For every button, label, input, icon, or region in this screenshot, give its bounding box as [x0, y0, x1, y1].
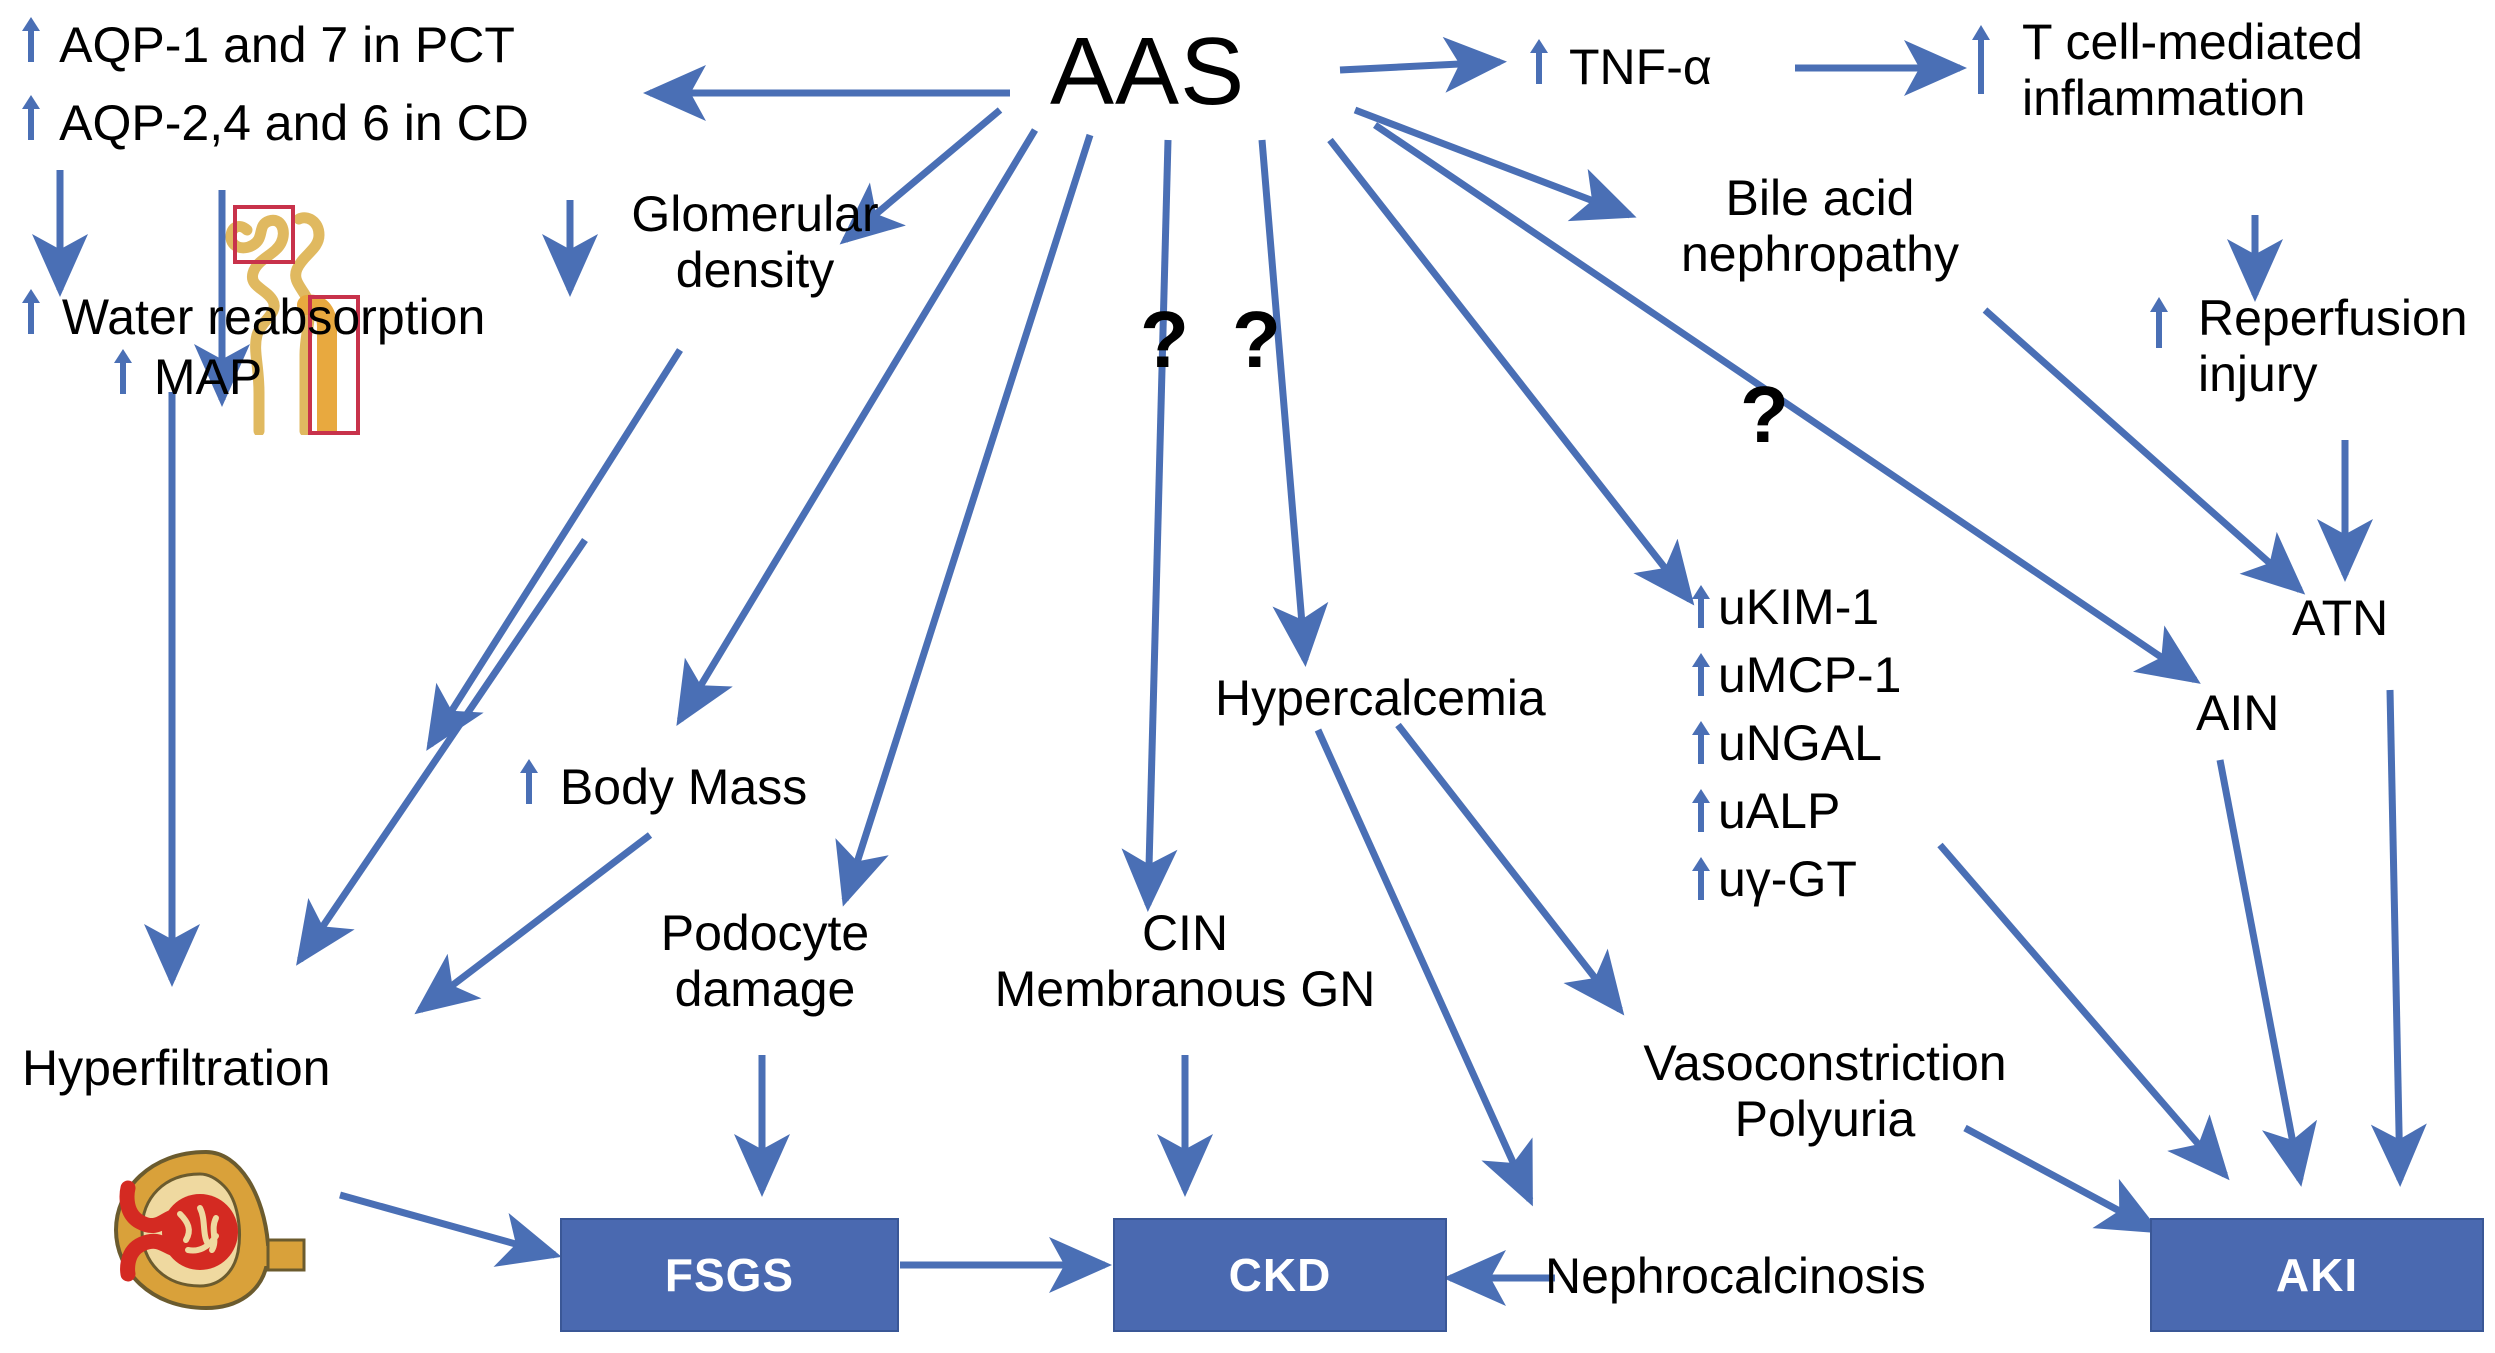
biomarker-label: uKIM-1: [1718, 579, 1880, 635]
biomarker-item: uNGAL: [1690, 714, 1901, 772]
node-nephrocalcinosis-label: Nephrocalcinosis: [1545, 1248, 1926, 1304]
up-arrow-icon: [1530, 39, 1548, 84]
arrow-hypercalcemia-to-vaso: [1395, 722, 1625, 1016]
node-glomerular-density-line1: Glomerular: [631, 186, 879, 242]
node-hypercalcemia-label: Hypercalcemia: [1215, 670, 1546, 726]
biomarker-item: uMCP-1: [1690, 646, 1901, 704]
node-map-label: MAP: [153, 349, 263, 405]
node-aqp-cd: AQP-2,4 and 6 in CD: [20, 94, 529, 151]
up-arrow-icon: [1692, 721, 1710, 764]
node-reperfusion-injury: Reperfusion injury: [2150, 290, 2488, 402]
node-podocyte-damage-line1: Podocyte: [660, 905, 870, 961]
node-bile-acid-line2: nephropathy: [1680, 226, 1959, 282]
up-arrow-icon: [520, 759, 538, 804]
biomarker-list: uKIM-1 uMCP-1 uNGAL uALP: [1690, 578, 1901, 908]
arrow-glomdensity-to-bodymass: [426, 348, 683, 751]
node-cin-label: CIN: [1141, 905, 1229, 961]
node-body-mass-label: Body Mass: [559, 759, 808, 815]
node-reperfusion-line1: Reperfusion: [2198, 290, 2468, 346]
node-aqp-pct: AQP-1 and 7 in PCT: [20, 16, 515, 73]
up-arrow-icon: [1692, 789, 1710, 832]
node-bile-acid-line1: Bile acid: [1725, 170, 1915, 226]
biomarker-item: uALP: [1690, 782, 1901, 840]
up-arrow-icon: [1692, 857, 1710, 900]
node-tcell-line2: inflammation: [2022, 70, 2306, 126]
node-ain: AIN: [2196, 685, 2279, 741]
node-body-mass: Body Mass: [518, 758, 807, 815]
node-aas-label: AAS: [1050, 18, 1246, 125]
node-hyperfiltration-label: Hyperfiltration: [22, 1040, 331, 1096]
up-arrow-icon: [22, 95, 40, 140]
node-map: MAP: [112, 348, 262, 405]
node-tcell-inflammation: T cell-mediated inflammation: [1972, 14, 2482, 126]
node-glomerular-density: Glomerular density: [590, 186, 920, 298]
node-atn: ATN: [2292, 590, 2388, 646]
node-hyperfiltration: Hyperfiltration: [22, 1040, 330, 1096]
node-membranous-gn-label: Membranous GN: [994, 961, 1376, 1017]
up-arrow-icon: [1692, 653, 1710, 696]
outcome-box-ckd-label: CKD: [1228, 1249, 1332, 1301]
arrow-atn-to-aki: [2370, 689, 2427, 1187]
outcome-box-fsgs-label: FSGS: [664, 1249, 795, 1301]
arrow-bodymass-down: [414, 832, 653, 1015]
node-water-reabsorption-label: Water reabsorption: [61, 289, 486, 345]
arrow-aas-to-hypercalcemia: [1258, 139, 1329, 667]
outcome-box-fsgs[interactable]: FSGS: [560, 1218, 899, 1332]
outcome-box-aki-label: AKI: [2275, 1249, 2359, 1301]
node-aqp-pct-label: AQP-1 and 7 in PCT: [59, 17, 515, 73]
outcome-box-ckd[interactable]: CKD: [1113, 1218, 1447, 1332]
node-reperfusion-line2: injury: [2198, 346, 2318, 402]
node-water-reabsorption: Water reabsorption: [20, 288, 485, 345]
biomarker-item: uKIM-1: [1690, 578, 1901, 636]
node-nephrocalcinosis: Nephrocalcinosis: [1545, 1248, 1926, 1304]
node-hypercalcemia: Hypercalcemia: [1215, 670, 1546, 726]
node-vasoconstriction-polyuria: Vasoconstriction Polyuria: [1590, 1035, 2060, 1147]
node-bile-acid-nephropathy: Bile acid nephropathy: [1640, 170, 2000, 282]
question-mark-icon-2: ?: [1232, 295, 1281, 384]
question-mark-icon-1: ?: [1140, 295, 1189, 384]
node-cin-membranous-gn: CIN Membranous GN: [940, 905, 1430, 1017]
up-arrow-icon: [22, 289, 40, 334]
node-tnf-alpha-label: TNF-α: [1569, 39, 1712, 95]
arrow-ain-to-aki: [2216, 759, 2318, 1187]
node-atn-label: ATN: [2292, 590, 2389, 646]
biomarker-label: uMCP-1: [1718, 647, 1902, 703]
biomarker-label: uγ-GT: [1718, 851, 1857, 907]
arrow-aas-to-biomarkers: [1327, 137, 1695, 606]
up-arrow-icon: [1692, 585, 1710, 628]
nephron-diagram-icon: [195, 185, 385, 441]
up-arrow-icon: [114, 349, 132, 394]
question-mark-icon-3: ?: [1740, 370, 1789, 459]
up-arrow-icon: [1972, 25, 1990, 94]
arrow-aas-to-bileacid: [1353, 106, 1637, 222]
up-arrow-icon: [22, 17, 40, 62]
arrow-hyperfiltration-to-fsgs: [339, 1191, 562, 1267]
node-aqp-cd-label: AQP-2,4 and 6 in CD: [59, 95, 529, 151]
biomarker-label: uALP: [1718, 783, 1841, 839]
node-vasoconstriction-label: Vasoconstriction: [1643, 1035, 2007, 1091]
arrow-aas-to-tnf: [1339, 36, 1507, 93]
biomarker-item: uγ-GT: [1690, 850, 1901, 908]
node-aas: AAS: [1050, 18, 1245, 126]
arrow-bodymass-to-hyperfiltration: [296, 538, 588, 966]
up-arrow-icon: [2150, 297, 2168, 348]
arrow-aas-to-cin: [1121, 139, 1178, 912]
node-ain-label: AIN: [2196, 685, 2280, 741]
node-glomerular-density-line2: density: [675, 242, 835, 298]
node-podocyte-damage: Podocyte damage: [650, 905, 880, 1017]
node-tcell-line1: T cell-mediated: [2022, 14, 2363, 70]
outcome-box-aki[interactable]: AKI: [2150, 1218, 2484, 1332]
glomerulus-diagram-icon: [88, 1140, 308, 1325]
node-tnf-alpha: TNF-α: [1528, 38, 1712, 95]
biomarker-label: uNGAL: [1718, 715, 1882, 771]
node-podocyte-damage-line2: damage: [674, 961, 856, 1017]
node-polyuria-label: Polyuria: [1734, 1091, 1916, 1147]
